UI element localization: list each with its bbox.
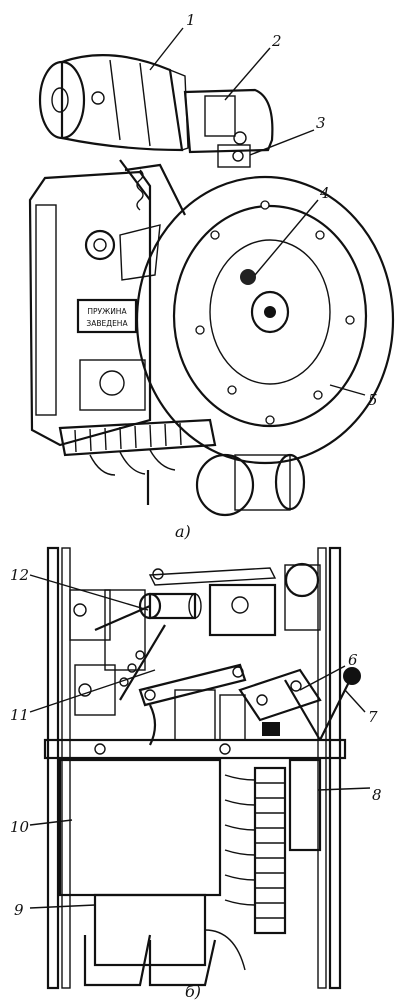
callout-lines-bottom <box>29 574 371 909</box>
callout-10: 10 <box>10 818 30 836</box>
reduction-gearbox <box>183 88 274 154</box>
plate-text-line1: ПРУЖИНА <box>87 307 127 316</box>
callout-5: 5 <box>368 391 378 409</box>
plate-text-line2: ЗАВЕДЕНА <box>86 319 128 328</box>
closing-coil <box>58 758 222 897</box>
trip-coil-block <box>83 893 246 987</box>
electric-motor <box>38 54 189 152</box>
caption-a: a) <box>175 522 191 541</box>
callout-6: 6 <box>348 651 358 669</box>
callout-12: 12 <box>10 566 29 584</box>
flywheel-bolt-hole <box>240 269 256 285</box>
caption-b: б) <box>185 982 201 1000</box>
manual-operating-lever <box>238 667 361 741</box>
callout-1: 1 <box>186 11 196 29</box>
drive-mechanism-assembly: ПРУЖИНА ЗАВЕДЕНА <box>28 54 395 517</box>
terminal-strip <box>224 766 287 935</box>
callout-9: 9 <box>14 901 24 919</box>
callout-4: 4 <box>319 184 330 202</box>
callout-11: 11 <box>10 706 29 724</box>
auxiliary-contact-switch <box>217 144 251 168</box>
mechanism-housing: ПРУЖИНА ЗАВЕДЕНА <box>28 159 186 447</box>
terminal-block-top <box>58 418 217 505</box>
callout-7: 7 <box>368 708 378 726</box>
callout-lines-top <box>149 27 366 396</box>
closing-electromagnet <box>94 567 277 632</box>
cross-beam <box>43 738 347 760</box>
callout-2: 2 <box>271 32 282 50</box>
flywheel <box>135 175 395 465</box>
callout-3: 3 <box>316 114 326 132</box>
solenoid-cylinder <box>288 758 322 852</box>
auxiliary-relay <box>208 562 321 637</box>
internal-mechanism-view <box>43 546 361 990</box>
linkage-arms <box>74 624 247 746</box>
bottom-coupling <box>195 453 306 517</box>
callout-8: 8 <box>372 786 382 804</box>
